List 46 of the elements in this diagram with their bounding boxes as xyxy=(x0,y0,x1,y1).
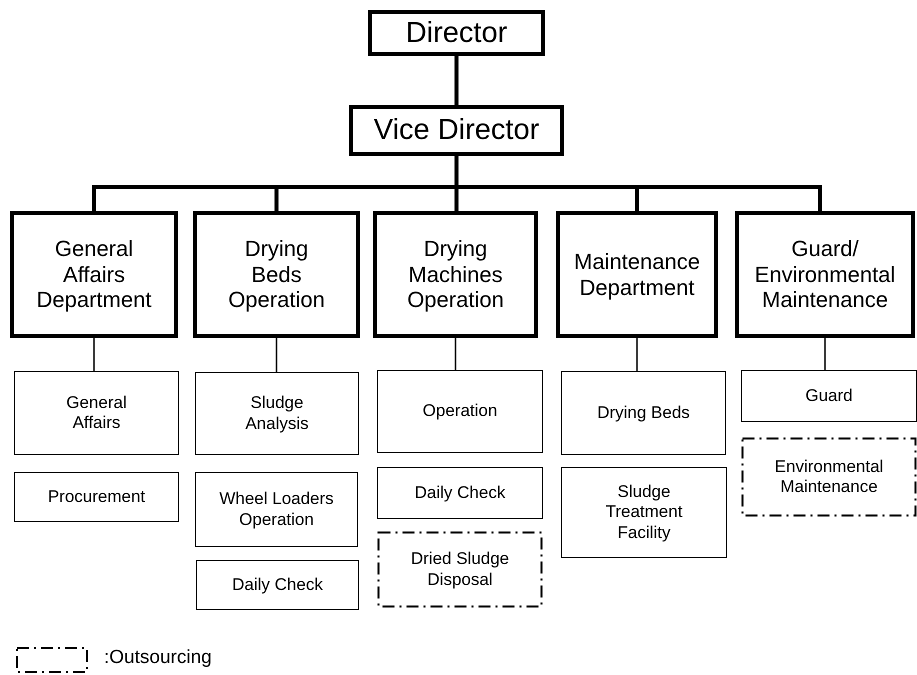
connector-line xyxy=(454,156,822,211)
executive-box xyxy=(368,10,545,56)
unit-name: Vice Director xyxy=(374,113,540,148)
unit-name: Director xyxy=(406,16,508,50)
unit-name: Dried Sludge Disposal xyxy=(410,549,510,590)
executive-box xyxy=(349,105,564,156)
department-box xyxy=(556,211,718,338)
connector-line xyxy=(454,56,458,105)
unit-box xyxy=(195,472,358,547)
unit-name: Guard/ Environmental Maintenance xyxy=(754,236,896,314)
unit-name: Daily Check xyxy=(232,574,323,596)
unit-name: Procurement xyxy=(48,486,146,508)
unit-box xyxy=(561,467,727,558)
outsourced-unit-box xyxy=(377,531,543,608)
unit-box xyxy=(195,372,359,455)
unit-name: Drying Beds xyxy=(597,402,690,424)
connector-line xyxy=(824,338,826,370)
unit-box xyxy=(14,371,179,455)
connector-line xyxy=(454,338,456,370)
unit-name: Wheel Loaders Operation xyxy=(218,489,335,530)
unit-box xyxy=(741,370,917,422)
connector-line xyxy=(276,338,278,372)
outsourced-unit-box xyxy=(741,437,917,517)
connector-line xyxy=(636,338,638,371)
unit-box xyxy=(196,560,359,610)
unit-name: Drying Beds Operation xyxy=(227,236,326,314)
unit-name: Maintenance Department xyxy=(573,248,701,300)
unit-name: General Affairs Department xyxy=(36,236,152,314)
unit-name: Daily Check xyxy=(414,482,506,504)
unit-name: Operation xyxy=(422,401,498,422)
unit-name: Drying Machines Operation xyxy=(406,236,505,314)
department-box xyxy=(373,211,538,338)
unit-name: Guard xyxy=(805,386,853,406)
unit-name: Sludge Analysis xyxy=(244,393,310,434)
connector-line xyxy=(93,338,95,371)
unit-box xyxy=(377,467,543,519)
unit-name: Environmental Maintenance xyxy=(774,456,884,498)
department-box xyxy=(193,211,360,338)
unit-box xyxy=(14,472,179,522)
unit-box xyxy=(377,370,543,453)
unit-name: General Affairs xyxy=(65,392,128,434)
legend-label: :Outsourcing xyxy=(104,647,212,669)
department-box xyxy=(10,211,178,338)
department-box xyxy=(735,211,915,338)
unit-name: Sludge Treatment Facility xyxy=(604,482,684,543)
unit-box xyxy=(561,371,726,455)
